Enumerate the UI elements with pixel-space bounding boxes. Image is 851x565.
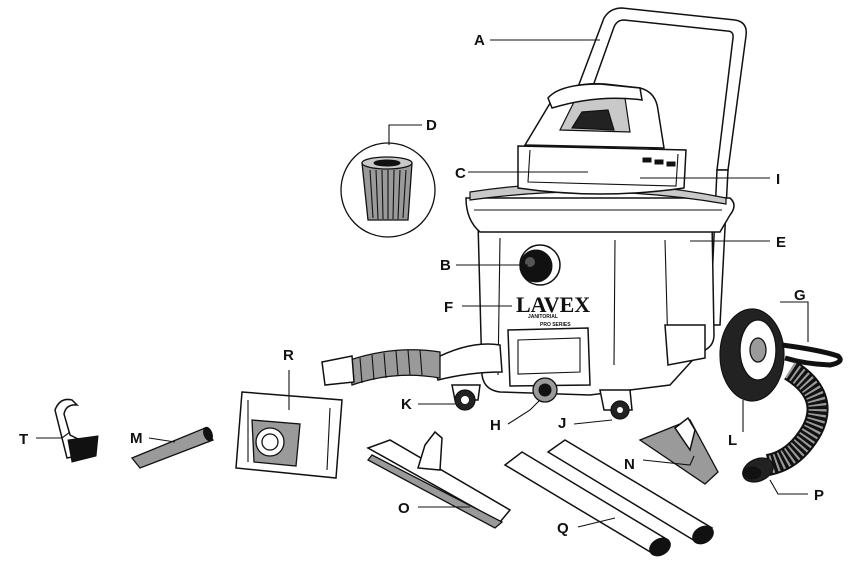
tank <box>465 182 735 396</box>
callouts: A B C D E F G H I J K L M N O P Q R T <box>19 32 824 537</box>
filter-bag <box>235 391 343 479</box>
floor-nozzle <box>366 430 512 529</box>
callout-a: A <box>474 32 485 49</box>
intake-hose <box>321 343 503 386</box>
callout-i: I <box>776 171 780 188</box>
callout-r: R <box>283 347 294 364</box>
drain-plug <box>532 377 558 403</box>
brand-badge: LAVEX JANITORIAL PRO SERIES <box>516 292 590 328</box>
utility-nozzle <box>638 416 719 485</box>
callout-f: F <box>444 299 453 316</box>
callout-k: K <box>401 396 412 413</box>
callout-p: P <box>814 487 824 504</box>
brand-logo: LAVEX <box>516 292 590 317</box>
rear-wheel <box>719 308 785 402</box>
caster-left <box>451 384 481 411</box>
callout-e: E <box>776 234 786 251</box>
caster-front <box>599 389 633 420</box>
hose <box>742 360 829 483</box>
motor-head <box>517 82 687 195</box>
callout-b: B <box>440 257 451 274</box>
callout-n: N <box>624 456 635 473</box>
power-cord <box>781 342 843 368</box>
callout-q: Q <box>557 520 569 537</box>
callout-h: H <box>490 417 501 434</box>
callout-m: M <box>130 430 143 447</box>
leader-lines <box>36 39 809 528</box>
callout-t: T <box>19 431 28 448</box>
callout-g: G <box>794 287 806 304</box>
filter-inset <box>340 142 436 238</box>
callout-j: J <box>558 415 566 432</box>
brand-series: PRO SERIES <box>540 322 571 328</box>
extension-wands <box>503 439 714 557</box>
crevice-tool <box>130 426 214 469</box>
brand-subtitle: JANITORIAL <box>528 314 558 320</box>
callout-d: D <box>426 117 437 134</box>
clip-accessory <box>54 398 99 463</box>
callout-o: O <box>398 500 410 517</box>
callout-l: L <box>728 432 737 449</box>
callout-c: C <box>455 165 466 182</box>
